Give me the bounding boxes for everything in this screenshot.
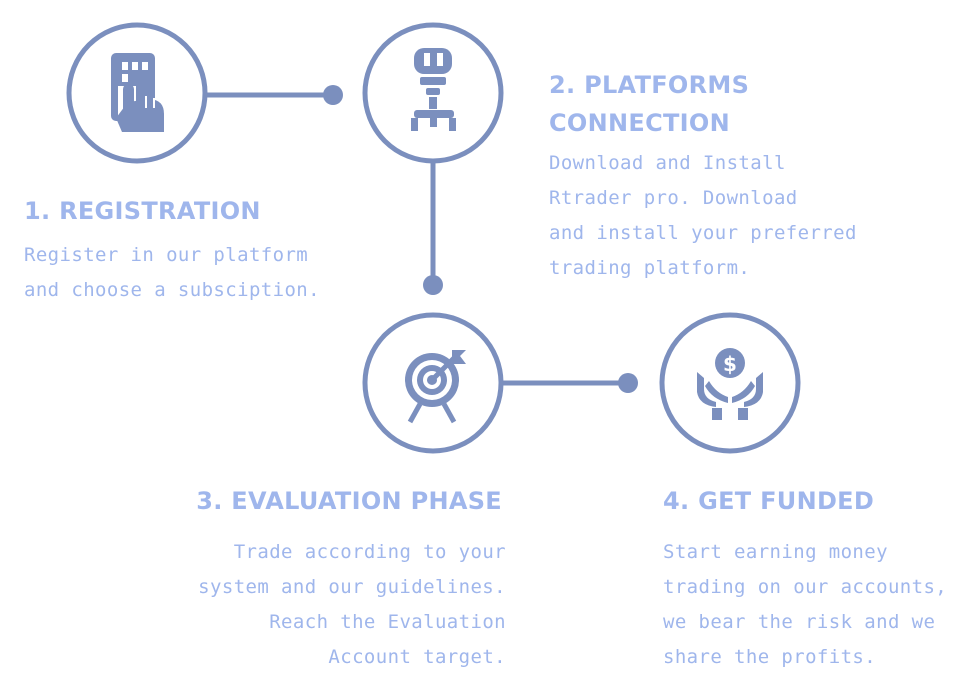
step2-circle [362,22,504,164]
hands-coin-icon: $ [697,348,763,420]
step3-title-line: 3. EVALUATION PHASE [196,487,502,515]
step2-description-line: Rtrader pro. Download [549,187,798,209]
step1-title: 1. REGISTRATION [24,192,261,230]
step4-description: Start earning money trading on our accou… [663,535,947,675]
step2-description-line: and install your preferred [549,222,857,244]
plug-icon [411,48,456,131]
step3-title: 3. EVALUATION PHASE [196,482,502,520]
step2-description-line: trading platform. [549,257,751,279]
step4-description-line: share the profits. [663,646,877,668]
hand-tapping-phone-icon [111,53,164,132]
step2-description: Download and Install Rtrader pro. Downlo… [549,146,857,286]
step2-title: 2. PLATFORMS CONNECTION [549,66,749,142]
step1-description-line: and choose a subsciption. [24,279,320,301]
step3-description-line: Trade according to your [233,541,506,563]
connector-step1-step2 [207,85,343,105]
step2-title-line: 2. PLATFORMS [549,71,750,99]
step3-circle [362,312,504,454]
step4-title-line: 4. GET FUNDED [663,487,875,515]
step4-circle: $ [659,312,801,454]
step4-description-line: trading on our accounts, [663,576,948,598]
step3-description-line: Reach the Evaluation [269,611,506,633]
step3-description: Trade according to your system and our g… [198,535,506,675]
step2-title-line: CONNECTION [549,109,730,137]
connector-step2-step3 [423,163,443,295]
step1-description: Register in our platform and choose a su… [24,238,320,308]
step3-description-line: system and our guidelines. [198,576,506,598]
step1-description-line: Register in our platform [24,244,309,266]
svg-text:$: $ [723,352,737,376]
step4-title: 4. GET FUNDED [663,482,874,520]
step1-circle [66,22,208,164]
step3-description-line: Account target. [328,646,506,668]
target-arrow-icon [405,350,466,424]
step4-description-line: we bear the risk and we [663,611,936,633]
step2-description-line: Download and Install [549,152,786,174]
step1-title-line: 1. REGISTRATION [24,197,261,225]
step4-description-line: Start earning money [663,541,888,563]
connector-step3-step4 [502,373,638,393]
